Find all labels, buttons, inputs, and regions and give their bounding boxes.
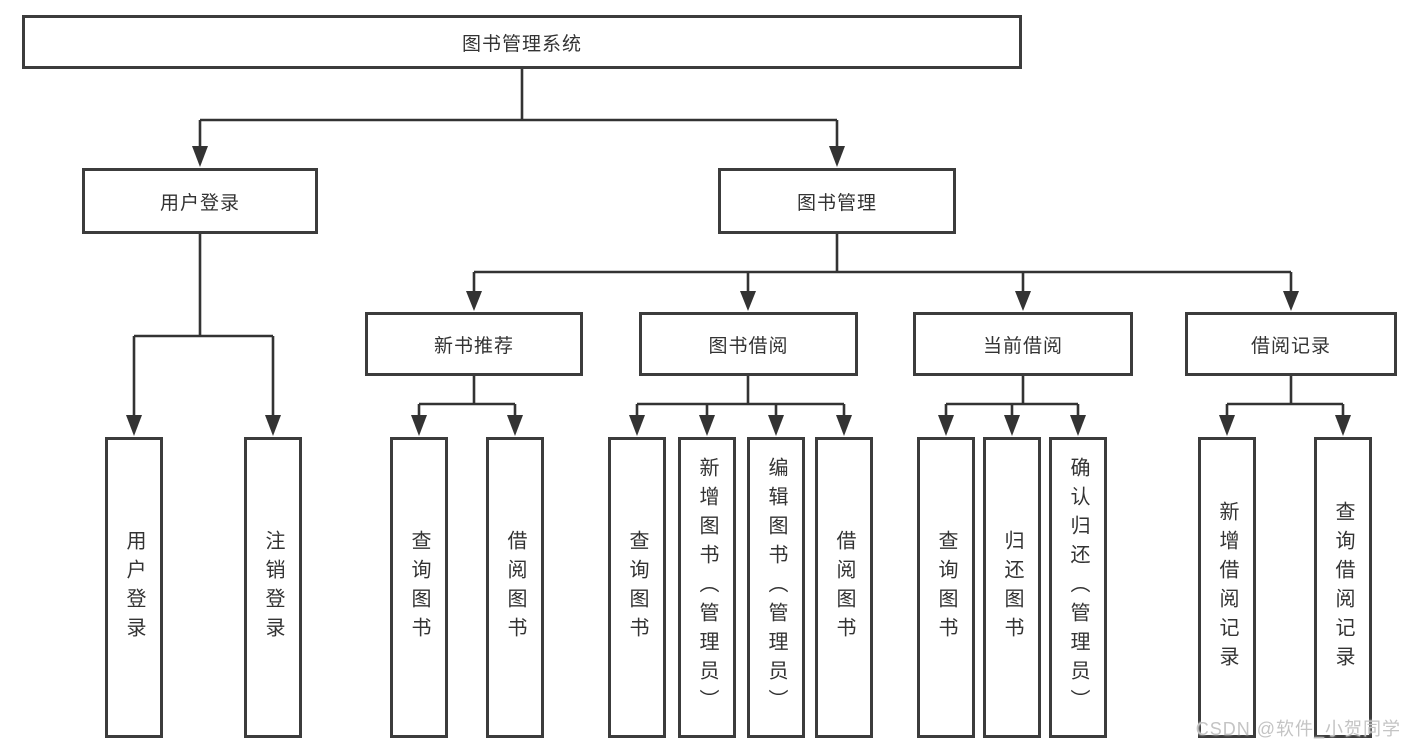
node-user-login: 用户登录: [82, 168, 318, 234]
leaf-borrow-books-2: 借阅图书: [815, 437, 873, 738]
node-root-system: 图书管理系统: [22, 15, 1022, 69]
leaf-query-books-2-label: 查询图书: [626, 529, 648, 646]
node-book-management: 图书管理: [718, 168, 956, 234]
leaf-user-login-label: 用户登录: [123, 529, 145, 646]
leaf-logout-label: 注销登录: [262, 529, 284, 646]
leaf-query-borrow-record-label: 查询借阅记录: [1332, 500, 1354, 675]
leaf-edit-books-admin-label: 编辑图书（管理员）: [765, 457, 787, 718]
node-borrow-record-label: 借阅记录: [1250, 335, 1331, 357]
leaf-borrow-books-2-label: 借阅图书: [833, 529, 855, 646]
leaf-query-books-3: 查询图书: [917, 437, 975, 738]
leaf-edit-books-admin: 编辑图书（管理员）: [747, 437, 805, 738]
leaf-query-books-1: 查询图书: [390, 437, 448, 738]
node-book-borrow-label: 图书借阅: [708, 335, 789, 357]
leaf-borrow-books-1-label: 借阅图书: [504, 529, 526, 646]
node-book-borrow: 图书借阅: [639, 312, 858, 376]
leaf-add-borrow-record-label: 新增借阅记录: [1216, 500, 1238, 675]
leaf-borrow-books-1: 借阅图书: [486, 437, 544, 738]
leaf-query-books-1-label: 查询图书: [408, 529, 430, 646]
node-book-management-label: 图书管理: [796, 192, 877, 214]
node-user-login-label: 用户登录: [159, 192, 240, 214]
leaf-add-books-admin-label: 新增图书（管理员）: [696, 457, 718, 718]
leaf-confirm-return-admin: 确认归还（管理员）: [1049, 437, 1107, 738]
leaf-return-books-label: 归还图书: [1001, 529, 1023, 646]
leaf-add-borrow-record: 新增借阅记录: [1198, 437, 1256, 738]
node-current-borrow-label: 当前借阅: [982, 335, 1063, 357]
node-root-label: 图书管理系统: [461, 33, 582, 55]
node-current-borrow: 当前借阅: [913, 312, 1133, 376]
leaf-add-books-admin: 新增图书（管理员）: [678, 437, 736, 738]
leaf-user-login: 用户登录: [105, 437, 163, 738]
leaf-query-borrow-record: 查询借阅记录: [1314, 437, 1372, 738]
csdn-watermark: CSDN @软件_小贺同学: [1195, 719, 1401, 739]
leaf-query-books-2: 查询图书: [608, 437, 666, 738]
leaf-logout: 注销登录: [244, 437, 302, 738]
node-new-book-recommend-label: 新书推荐: [433, 335, 514, 357]
leaf-query-books-3-label: 查询图书: [935, 529, 957, 646]
leaf-return-books: 归还图书: [983, 437, 1041, 738]
node-borrow-record: 借阅记录: [1185, 312, 1397, 376]
node-new-book-recommend: 新书推荐: [365, 312, 583, 376]
leaf-confirm-return-admin-label: 确认归还（管理员）: [1067, 457, 1089, 718]
